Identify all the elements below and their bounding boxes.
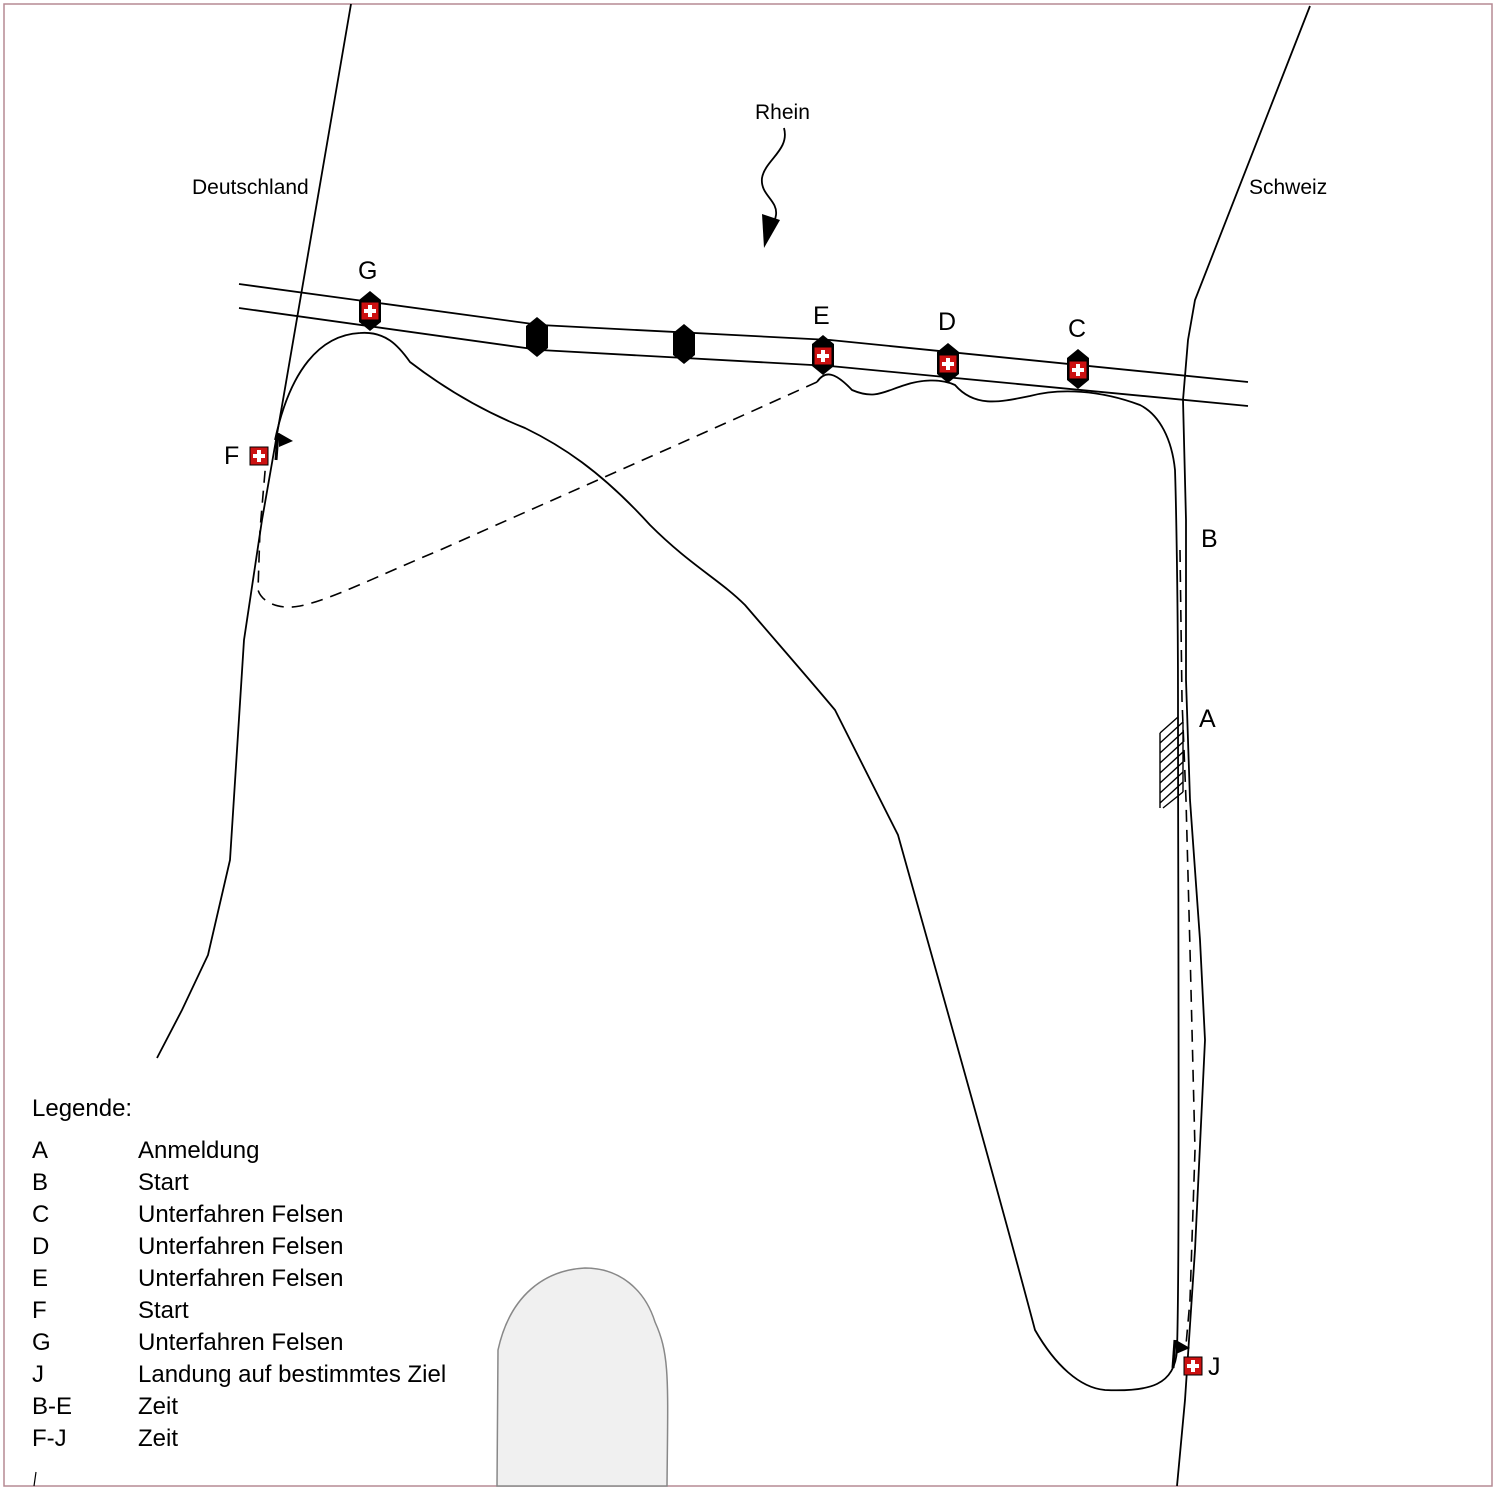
legend-text: Anmeldung bbox=[138, 1137, 259, 1164]
flow-arrow-icon bbox=[761, 127, 786, 231]
left-riverbank bbox=[156, 3, 352, 1059]
flow-arrowhead bbox=[762, 214, 780, 248]
legend-text: Start bbox=[138, 1169, 189, 1196]
left-bank-label: Deutschland bbox=[192, 176, 309, 199]
point-label-e: E bbox=[813, 302, 830, 330]
course-route-solid bbox=[274, 332, 1180, 1392]
legend-key: B-E bbox=[32, 1393, 72, 1420]
course-route-dashed-right bbox=[1179, 549, 1196, 1346]
legend-key: F bbox=[32, 1297, 47, 1324]
course-route-dashed-left bbox=[257, 381, 818, 608]
swiss-cross-icon bbox=[1068, 360, 1088, 380]
point-label-d: D bbox=[938, 308, 956, 336]
point-label-g: G bbox=[358, 257, 377, 285]
point-label-a: A bbox=[1199, 705, 1216, 733]
river-label: Rhein bbox=[755, 101, 810, 124]
right-bank-label: Schweiz bbox=[1249, 176, 1327, 199]
point-label-c: C bbox=[1068, 315, 1086, 343]
legend-key: G bbox=[32, 1329, 51, 1356]
right-riverbank bbox=[1176, 5, 1311, 1487]
legend-text: Unterfahren Felsen bbox=[138, 1329, 343, 1356]
landing-stage-icon bbox=[1159, 716, 1184, 809]
legend-key: D bbox=[32, 1233, 49, 1260]
legend-title: Legende: bbox=[32, 1095, 132, 1122]
point-label-j: J bbox=[1208, 1353, 1221, 1381]
swiss-cross-icon bbox=[249, 446, 269, 466]
swiss-cross-icon bbox=[360, 301, 380, 321]
flag-icon bbox=[274, 432, 293, 461]
legend-text: Unterfahren Felsen bbox=[138, 1265, 343, 1292]
legend-text: Unterfahren Felsen bbox=[138, 1201, 343, 1228]
legend-text: Unterfahren Felsen bbox=[138, 1233, 343, 1260]
point-label-f: F bbox=[224, 442, 239, 470]
legend-text: Landung auf bestimmtes Ziel bbox=[138, 1361, 446, 1388]
legend-key: E bbox=[32, 1265, 48, 1292]
legend-key: C bbox=[32, 1201, 49, 1228]
bridge-abutment bbox=[496, 1267, 669, 1487]
flag-icon bbox=[1171, 1339, 1190, 1369]
swiss-cross-icon bbox=[1183, 1356, 1203, 1376]
point-label-b: B bbox=[1201, 525, 1218, 553]
legend-key: J bbox=[32, 1361, 44, 1388]
legend-key: F-J bbox=[32, 1425, 67, 1452]
legend-key: B bbox=[32, 1169, 48, 1196]
bridge-lower-edge bbox=[238, 307, 1249, 407]
legend-text: Start bbox=[138, 1297, 189, 1324]
legend: Legende: A Anmeldung B Start C Unterfahr… bbox=[32, 1095, 446, 1452]
legend-text: Zeit bbox=[138, 1393, 178, 1420]
swiss-cross-icon bbox=[813, 346, 833, 366]
page-tick bbox=[33, 1471, 37, 1487]
page-frame bbox=[3, 3, 1493, 1487]
swiss-cross-icon bbox=[938, 354, 958, 374]
bridge-upper-edge bbox=[238, 283, 1249, 383]
legend-key: A bbox=[32, 1137, 48, 1164]
legend-text: Zeit bbox=[138, 1425, 178, 1452]
